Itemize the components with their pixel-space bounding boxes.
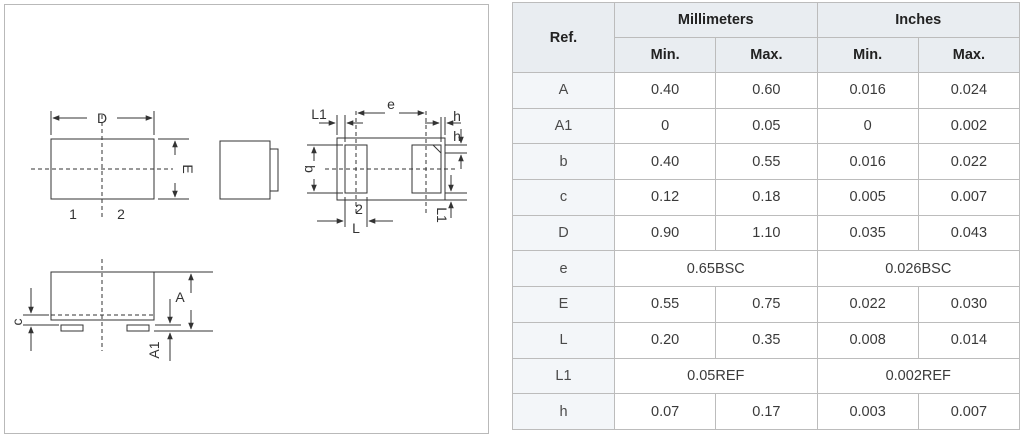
table-row: A 0.40 0.60 0.016 0.024	[512, 72, 1021, 109]
header-mm-max: Max.	[715, 37, 818, 73]
package-drawing-panel: D E 1 2 e L1 h h b 2 L L1 A c A1	[4, 4, 489, 434]
mm-min-cell: 0.40	[613, 143, 717, 181]
in-max-cell: 0.002	[917, 107, 1021, 145]
ref-cell: b	[512, 143, 615, 181]
in-span-cell: 0.026BSC	[816, 250, 1020, 288]
ref-cell: h	[512, 393, 615, 430]
dim-label-h-top: h	[453, 108, 461, 124]
mm-min-cell: 0.20	[613, 321, 717, 359]
header-in-max: Max.	[917, 37, 1021, 73]
mm-max-cell: 1.10	[715, 214, 818, 252]
dimension-table-container: Ref. Millimeters Inches Min. Max. Min. M…	[512, 2, 1021, 436]
bottom-view-pad-2	[411, 144, 442, 194]
pin-label-2: 2	[117, 206, 125, 222]
ref-cell: L	[512, 321, 615, 359]
header-mm-min: Min.	[613, 37, 717, 73]
mm-min-cell: 0.55	[613, 286, 717, 323]
mm-max-cell: 0.17	[715, 393, 818, 430]
in-min-cell: 0	[816, 107, 919, 145]
mm-max-cell: 0.05	[715, 107, 818, 145]
mm-max-cell: 0.18	[715, 179, 818, 216]
dim-label-e: e	[387, 96, 395, 112]
mm-min-cell: 0.12	[613, 179, 717, 216]
dim-label-h-right: h	[453, 128, 461, 144]
in-span-cell: 0.002REF	[816, 357, 1020, 395]
dim-label-L1-right: L1	[434, 207, 450, 223]
in-min-cell: 0.008	[816, 321, 919, 359]
mm-min-cell: 0	[613, 107, 717, 145]
mm-max-cell: 0.35	[715, 321, 818, 359]
table-row: L1 0.05REF 0.002REF	[512, 357, 1020, 395]
in-max-cell: 0.043	[917, 214, 1021, 252]
in-max-cell: 0.007	[917, 179, 1021, 216]
mm-min-cell: 0.07	[613, 393, 717, 430]
mm-min-cell: 0.40	[613, 72, 717, 109]
ref-cell: E	[512, 286, 615, 323]
package-outline-drawing: D E 1 2 e L1 h h b 2 L L1 A c A1	[9, 96, 467, 361]
ref-cell: A1	[512, 107, 615, 145]
front-view-terminal-left	[60, 324, 84, 332]
side-view-terminal	[269, 148, 279, 192]
in-min-cell: 0.016	[816, 143, 919, 181]
in-max-cell: 0.007	[917, 393, 1021, 430]
ref-cell: c	[512, 179, 615, 216]
in-max-cell: 0.024	[917, 72, 1021, 109]
mm-max-cell: 0.75	[715, 286, 818, 323]
in-min-cell: 0.005	[816, 179, 919, 216]
mm-max-cell: 0.55	[715, 143, 818, 181]
table-row: b 0.40 0.55 0.016 0.022	[512, 143, 1021, 181]
table-header-row: Ref. Millimeters Inches	[512, 2, 1020, 73]
mm-span-cell: 0.05REF	[614, 357, 818, 395]
mm-span-cell: 0.65BSC	[614, 250, 818, 288]
in-max-cell: 0.022	[917, 143, 1021, 181]
table-row: E 0.55 0.75 0.022 0.030	[512, 286, 1021, 323]
ref-cell: L1	[512, 357, 615, 395]
front-view-body	[50, 271, 155, 321]
front-view-terminal-right	[126, 324, 150, 332]
header-ref: Ref.	[512, 2, 615, 73]
header-in-min: Min.	[816, 37, 919, 73]
table-row: h 0.07 0.17 0.003 0.007	[512, 393, 1021, 430]
table-row: e 0.65BSC 0.026BSC	[512, 250, 1020, 288]
dim-label-A1: A1	[146, 341, 162, 358]
ref-cell: A	[512, 72, 615, 109]
dimension-table: Ref. Millimeters Inches Min. Max. Min. M…	[512, 2, 1021, 430]
ref-cell: e	[512, 250, 615, 288]
table-row: L 0.20 0.35 0.008 0.014	[512, 321, 1021, 359]
pad-label-2: 2	[355, 201, 363, 217]
table-row: D 0.90 1.10 0.035 0.043	[512, 214, 1021, 252]
in-max-cell: 0.030	[917, 286, 1021, 323]
in-min-cell: 0.003	[816, 393, 919, 430]
dim-label-c: c	[9, 319, 25, 326]
dim-label-L1-top: L1	[311, 106, 327, 122]
header-inches: Inches	[816, 2, 1020, 38]
mm-max-cell: 0.60	[715, 72, 818, 109]
table-row: A1 0 0.05 0 0.002	[512, 107, 1021, 145]
dim-label-A: A	[175, 289, 185, 305]
dim-label-E: E	[180, 164, 196, 173]
table-subheader-row: Min. Max. Min. Max.	[513, 37, 1021, 73]
dim-label-D: D	[97, 110, 107, 126]
table-row: c 0.12 0.18 0.005 0.007	[512, 179, 1021, 216]
in-min-cell: 0.016	[816, 72, 919, 109]
header-millimeters: Millimeters	[614, 2, 818, 38]
dim-label-L: L	[352, 220, 360, 236]
ref-cell: D	[512, 214, 615, 252]
in-max-cell: 0.014	[917, 321, 1021, 359]
in-min-cell: 0.022	[816, 286, 919, 323]
in-min-cell: 0.035	[816, 214, 919, 252]
dim-label-b: b	[302, 165, 318, 173]
side-view-body	[219, 140, 271, 200]
mm-min-cell: 0.90	[613, 214, 717, 252]
pin-label-1: 1	[69, 206, 77, 222]
